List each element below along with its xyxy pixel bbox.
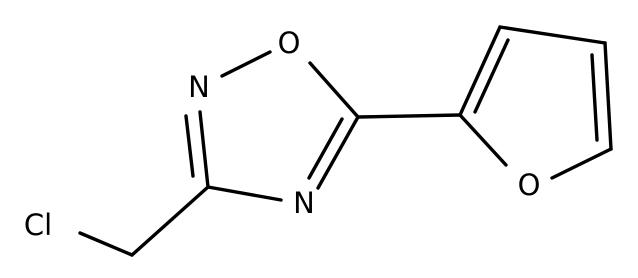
atom-furan-o-label: O xyxy=(518,168,541,202)
bond-furan-c4-c5 xyxy=(603,41,613,151)
atom-cl-label: Cl xyxy=(24,208,52,242)
bond-c3-n2-double xyxy=(184,114,195,178)
bond-ch2-cl xyxy=(78,231,134,257)
bond-furan-c2-c3-double xyxy=(473,38,510,114)
bond-c5-n4-double xyxy=(307,117,344,180)
bond-c5-furan xyxy=(356,113,462,119)
bond-c3-n2 xyxy=(198,110,210,189)
bond-c5-n4 xyxy=(316,115,360,190)
bonds xyxy=(78,25,613,257)
bond-furan-c3-c4 xyxy=(498,25,607,45)
bond-n2-o1 xyxy=(220,50,272,78)
atom-n2-label: N xyxy=(188,70,210,104)
atom-o1-label: O xyxy=(278,26,301,60)
atom-labels: N O N O Cl xyxy=(24,26,541,242)
bond-c3-ch2 xyxy=(130,185,210,257)
bond-n4-c3 xyxy=(206,185,283,202)
bond-furan-c4-c5-double xyxy=(590,53,599,142)
bond-furan-c2-c3 xyxy=(458,25,502,117)
atom-n4-label: N xyxy=(293,186,315,220)
bond-furan-o-c2 xyxy=(458,113,508,167)
bond-o1-c5 xyxy=(308,61,360,119)
bond-furan-c5-o xyxy=(550,147,613,180)
